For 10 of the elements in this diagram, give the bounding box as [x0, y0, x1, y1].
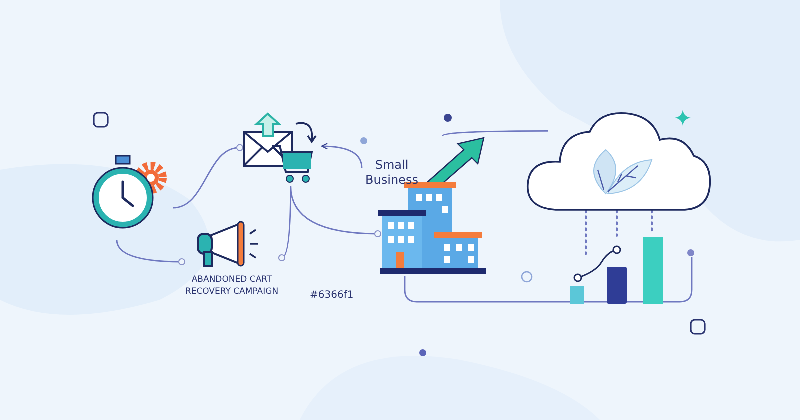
arrow [321, 143, 363, 168]
connector-line [290, 186, 382, 238]
campaign-caption: ABANDONED CART RECOVERY CAMPAIGN [184, 274, 280, 298]
connector-line [116, 240, 186, 266]
color-code-label: #6366f1 [310, 290, 354, 301]
connector-line [172, 144, 244, 209]
connector-line [278, 186, 292, 262]
connector-line [404, 257, 693, 303]
connector-line [442, 130, 548, 137]
node-label: Small Business [362, 158, 422, 188]
